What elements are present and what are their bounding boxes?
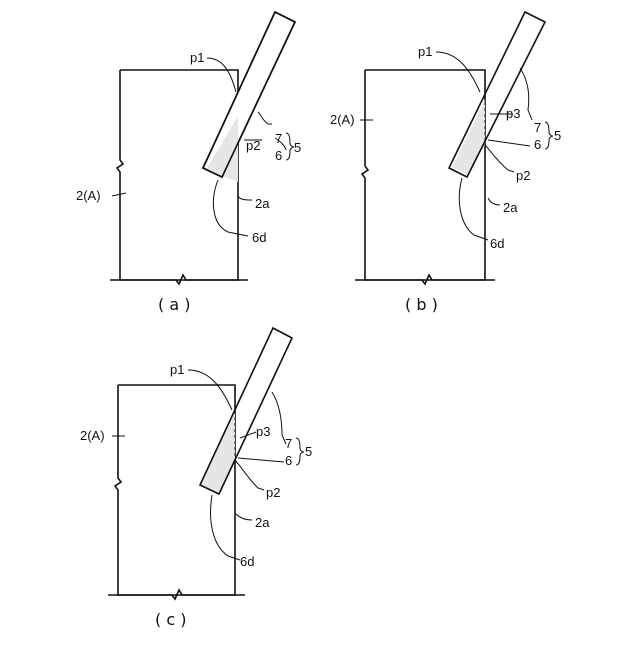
label-p1-c: p1 xyxy=(170,362,184,377)
label-5-a: 5 xyxy=(294,140,301,155)
label-p2-c: p2 xyxy=(266,485,280,500)
leader-2a-a xyxy=(238,196,252,200)
leader-p1-a xyxy=(207,58,236,92)
leader-2a-b xyxy=(488,198,500,205)
leader-6-c xyxy=(238,458,284,462)
leader-p2-c xyxy=(235,460,264,490)
label-p2-a: p2 xyxy=(246,138,260,153)
label-block-b: 2(A) xyxy=(330,112,355,127)
label-6d-a: 6d xyxy=(252,230,266,245)
label-2a-c: 2a xyxy=(255,515,270,530)
caption-c: ( c ) xyxy=(155,610,186,629)
label-6d-b: 6d xyxy=(490,236,504,251)
leader-p2-b xyxy=(485,145,514,172)
label-7-c: 7 xyxy=(285,436,292,451)
figure-b: p1 p3 7 6 5 p2 2(A) 2a 6d ( b ) xyxy=(330,12,561,314)
label-6-b: 6 xyxy=(534,137,541,152)
label-p2-b: p2 xyxy=(516,168,530,183)
leader-6d-a xyxy=(213,180,248,236)
caption-a: ( a ) xyxy=(158,295,190,314)
label-block-a: 2(A) xyxy=(76,188,101,203)
label-2a-b: 2a xyxy=(503,200,518,215)
leader-p1-c xyxy=(188,370,232,410)
leader-6d-b xyxy=(459,178,488,240)
leader-block-a xyxy=(112,193,126,196)
label-6d-c: 6d xyxy=(240,554,254,569)
brace-b xyxy=(545,122,553,149)
leader-7-b xyxy=(520,68,532,120)
label-5-b: 5 xyxy=(554,128,561,143)
overlap-shade-b xyxy=(452,100,485,174)
brace-a xyxy=(286,133,294,160)
leader-p1-b xyxy=(436,52,480,92)
label-6-c: 6 xyxy=(285,453,292,468)
overlap-shade-c xyxy=(200,412,235,494)
leader-2a-c xyxy=(236,514,252,520)
label-2a-a: 2a xyxy=(255,196,270,211)
leader-6-b xyxy=(488,140,530,146)
label-7-a: 7 xyxy=(275,131,282,146)
leader-7-a xyxy=(258,112,272,124)
label-7-b: 7 xyxy=(534,120,541,135)
label-p3-c: p3 xyxy=(256,424,270,439)
block-outline-a xyxy=(117,70,238,284)
figure-a: p1 p2 7 6 5 2(A) 2a 6d ( a ) xyxy=(76,12,301,314)
label-5-c: 5 xyxy=(305,444,312,459)
figure-c: p1 p3 7 6 5 p2 2(A) 2a 6d ( c ) xyxy=(80,328,312,629)
label-p1-b: p1 xyxy=(418,44,432,59)
label-6-a: 6 xyxy=(275,148,282,163)
label-block-c: 2(A) xyxy=(80,428,105,443)
caption-b: ( b ) xyxy=(405,295,438,314)
label-p1-a: p1 xyxy=(190,50,204,65)
label-p3-b: p3 xyxy=(506,106,520,121)
brace-c xyxy=(296,438,304,465)
leader-7-c xyxy=(272,392,286,444)
